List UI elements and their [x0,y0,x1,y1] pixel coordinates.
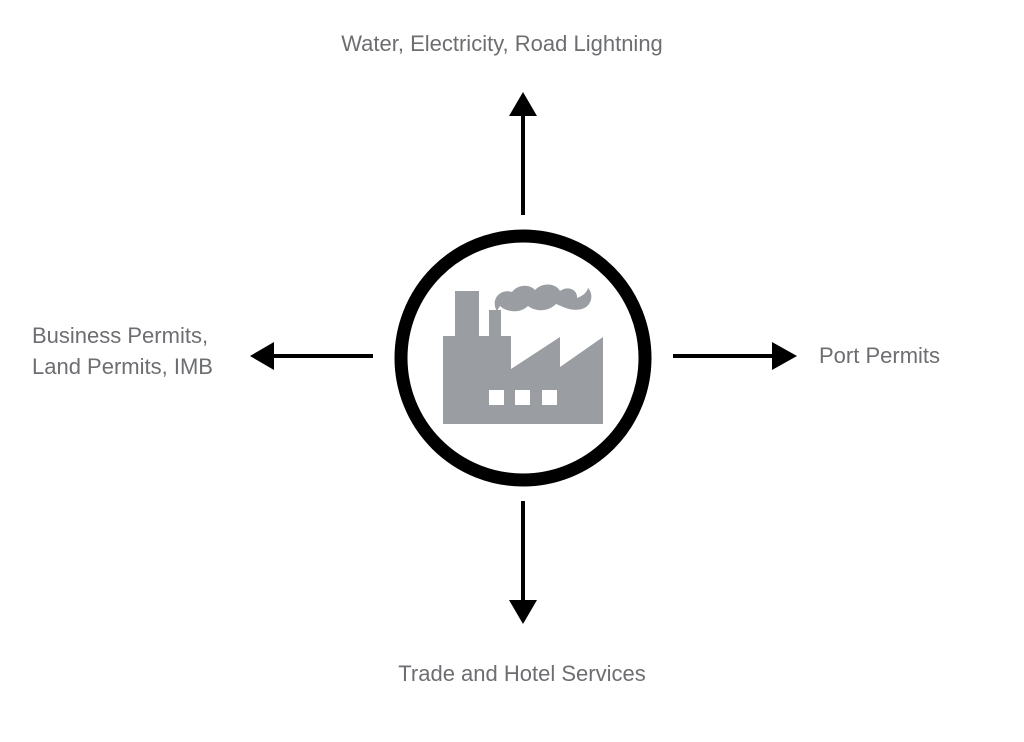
label-port-permits: Port Permits [819,343,941,368]
center-circle [394,229,652,487]
label-permits-line2: Land Permits, IMB [32,354,213,379]
factory-icon [443,284,603,424]
arrow-right [673,342,797,370]
label-utilities: Water, Electricity, Road Lightning [341,31,663,56]
label-permits-line1: Business Permits, [32,323,209,348]
arrow-left [250,342,373,370]
label-permits: Business Permits, Land Permits, IMB [32,320,213,382]
label-trade-hotel: Trade and Hotel Services [398,661,646,686]
arrow-down [509,501,537,624]
arrow-up [509,92,537,215]
